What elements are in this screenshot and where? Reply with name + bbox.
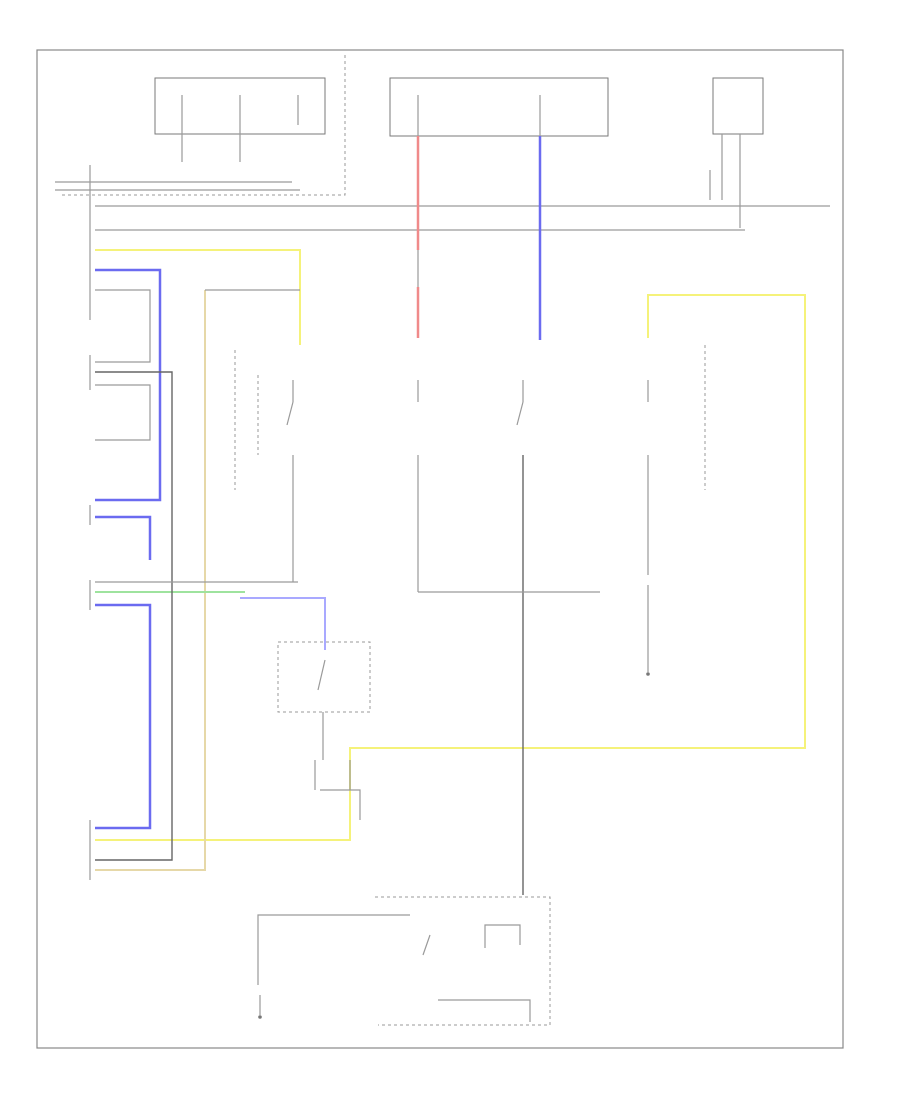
blue-wire-left-lower <box>95 603 152 830</box>
ground-symbol-bottom <box>258 1015 262 1019</box>
top-signal-lines <box>95 205 830 231</box>
ground-symbol-right <box>646 672 650 676</box>
fuse-block-right <box>709 77 764 228</box>
tan-wire <box>95 290 206 871</box>
fuse-box-right <box>712 77 764 135</box>
combination-switch-box <box>277 641 371 713</box>
tan-wire-circuit <box>95 290 206 871</box>
relay-switches <box>234 345 706 895</box>
blue-wire-left <box>95 268 162 502</box>
fuse-block-left <box>55 55 346 196</box>
fuse-box-center <box>389 77 609 137</box>
ground-symbols <box>258 672 650 1019</box>
blue-wire-to-switch <box>240 597 326 650</box>
yellow-wire-top <box>95 249 301 345</box>
bottom-module <box>257 896 551 1026</box>
combination-switch <box>277 641 371 820</box>
left-return-wires <box>95 289 300 861</box>
blue-wire-left-middle <box>95 515 152 560</box>
blue-wire-circuits <box>95 136 542 830</box>
diagram-frame <box>36 49 844 1049</box>
yellow-wire-circuits <box>95 249 806 841</box>
yellow-wire-loop <box>95 294 806 841</box>
fuse-block-center <box>389 77 609 137</box>
